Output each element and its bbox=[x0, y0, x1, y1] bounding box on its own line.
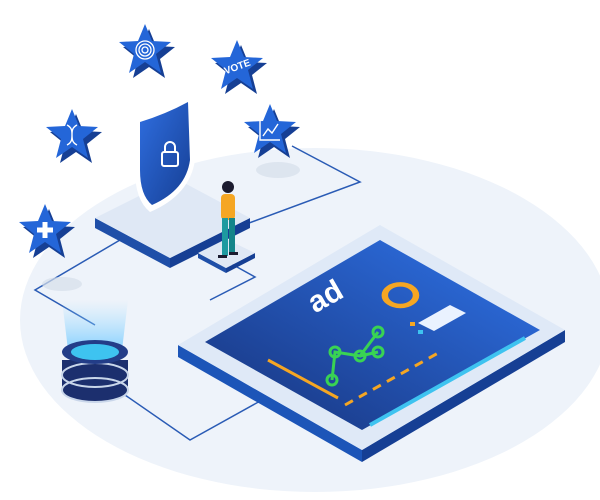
medical-star bbox=[19, 204, 75, 258]
fingerprint-star bbox=[119, 24, 175, 78]
orange-dashed-line bbox=[344, 350, 441, 407]
cyan-progress-bar bbox=[369, 336, 526, 427]
dna-icon bbox=[66, 124, 78, 146]
node-graph bbox=[325, 325, 385, 387]
fingerprint-icon bbox=[135, 40, 155, 60]
chart-icon bbox=[259, 120, 280, 141]
lock-icon bbox=[161, 141, 179, 167]
database-icon bbox=[61, 300, 129, 403]
medical-cross-icon bbox=[37, 222, 53, 238]
dashboard-tablet: ad bbox=[178, 225, 565, 462]
orange-line bbox=[267, 358, 339, 400]
donut-chart bbox=[381, 282, 420, 309]
screen-card bbox=[418, 305, 466, 331]
shield-icon bbox=[135, 96, 195, 212]
vote-star: VOTE bbox=[211, 40, 267, 94]
dna-star bbox=[46, 109, 102, 163]
chart-star bbox=[244, 104, 300, 158]
person-figure bbox=[218, 181, 238, 258]
